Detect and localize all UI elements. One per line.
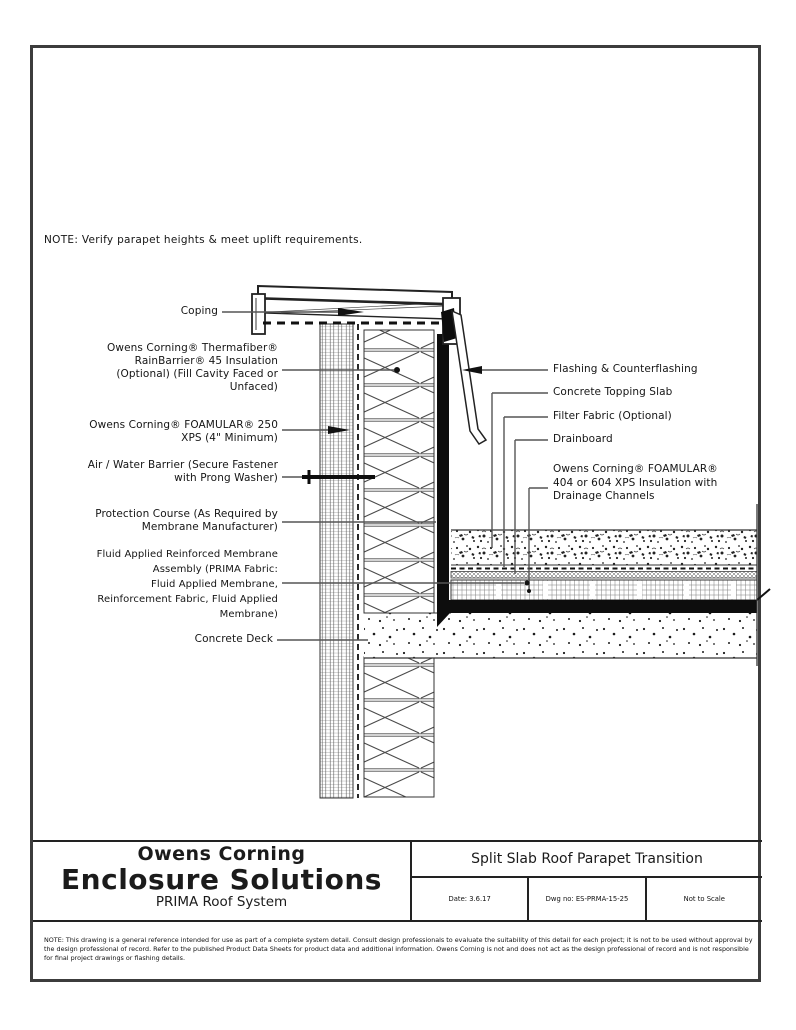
label-air-water-barrier: Air / Water Barrier (Secure Fastener wit… [87,459,278,484]
label-drainboard: Drainboard [553,433,613,445]
label-filter-fabric: Filter Fabric (Optional) [553,410,672,422]
label-flashing-counterflashing: Flashing & Counterflashing [553,363,698,375]
fastener-symbol [302,470,375,484]
label-foamular-404-604: Owens Corning® FOAMULAR® 404 or 604 XPS … [553,463,718,502]
title-block: Owens Corning Enclosure Solutions PRIMA … [33,840,762,922]
title-block-info-cell: Split Slab Roof Parapet Transition Date:… [412,842,762,920]
drawing-title: Split Slab Roof Parapet Transition [412,842,762,878]
counterflashing-shape [451,309,488,445]
leader-lines [222,311,548,641]
label-fluid-applied-membrane: Fluid Applied Reinforced Membrane Assemb… [96,549,278,620]
wall-group [319,323,449,799]
label-coping: Coping [180,305,218,317]
system-name: PRIMA Roof System [155,894,288,910]
sheet-border [30,45,761,982]
company-division: Enclosure Solutions [61,863,382,896]
note-text: NOTE: Verify parapet heights & meet upli… [44,234,363,246]
leader-terminators [328,308,531,593]
label-protection-course: Protection Course (As Required by Membra… [95,508,278,533]
scale-field: Not to Scale [644,878,762,920]
label-concrete-topping-slab: Concrete Topping Slab [553,386,673,398]
company-name: Owens Corning [137,843,306,865]
label-concrete-deck: Concrete Deck [194,633,273,645]
title-block-company-cell: Owens Corning Enclosure Solutions PRIMA … [33,842,412,920]
date-field: Date: 3.6.17 [448,895,491,903]
label-foamular-250: Owens Corning® FOAMULAR® 250 XPS (4" Min… [89,419,278,444]
dwg-no-field: Dwg no: ES-PRMA-15-25 [527,878,644,920]
disclaimer-text: NOTE: This drawing is a general referenc… [44,936,753,962]
roof-assembly-group [364,504,771,666]
label-thermafiber-insulation: Owens Corning® Thermafiber® RainBarrier®… [107,342,278,393]
coping-group [251,284,488,445]
